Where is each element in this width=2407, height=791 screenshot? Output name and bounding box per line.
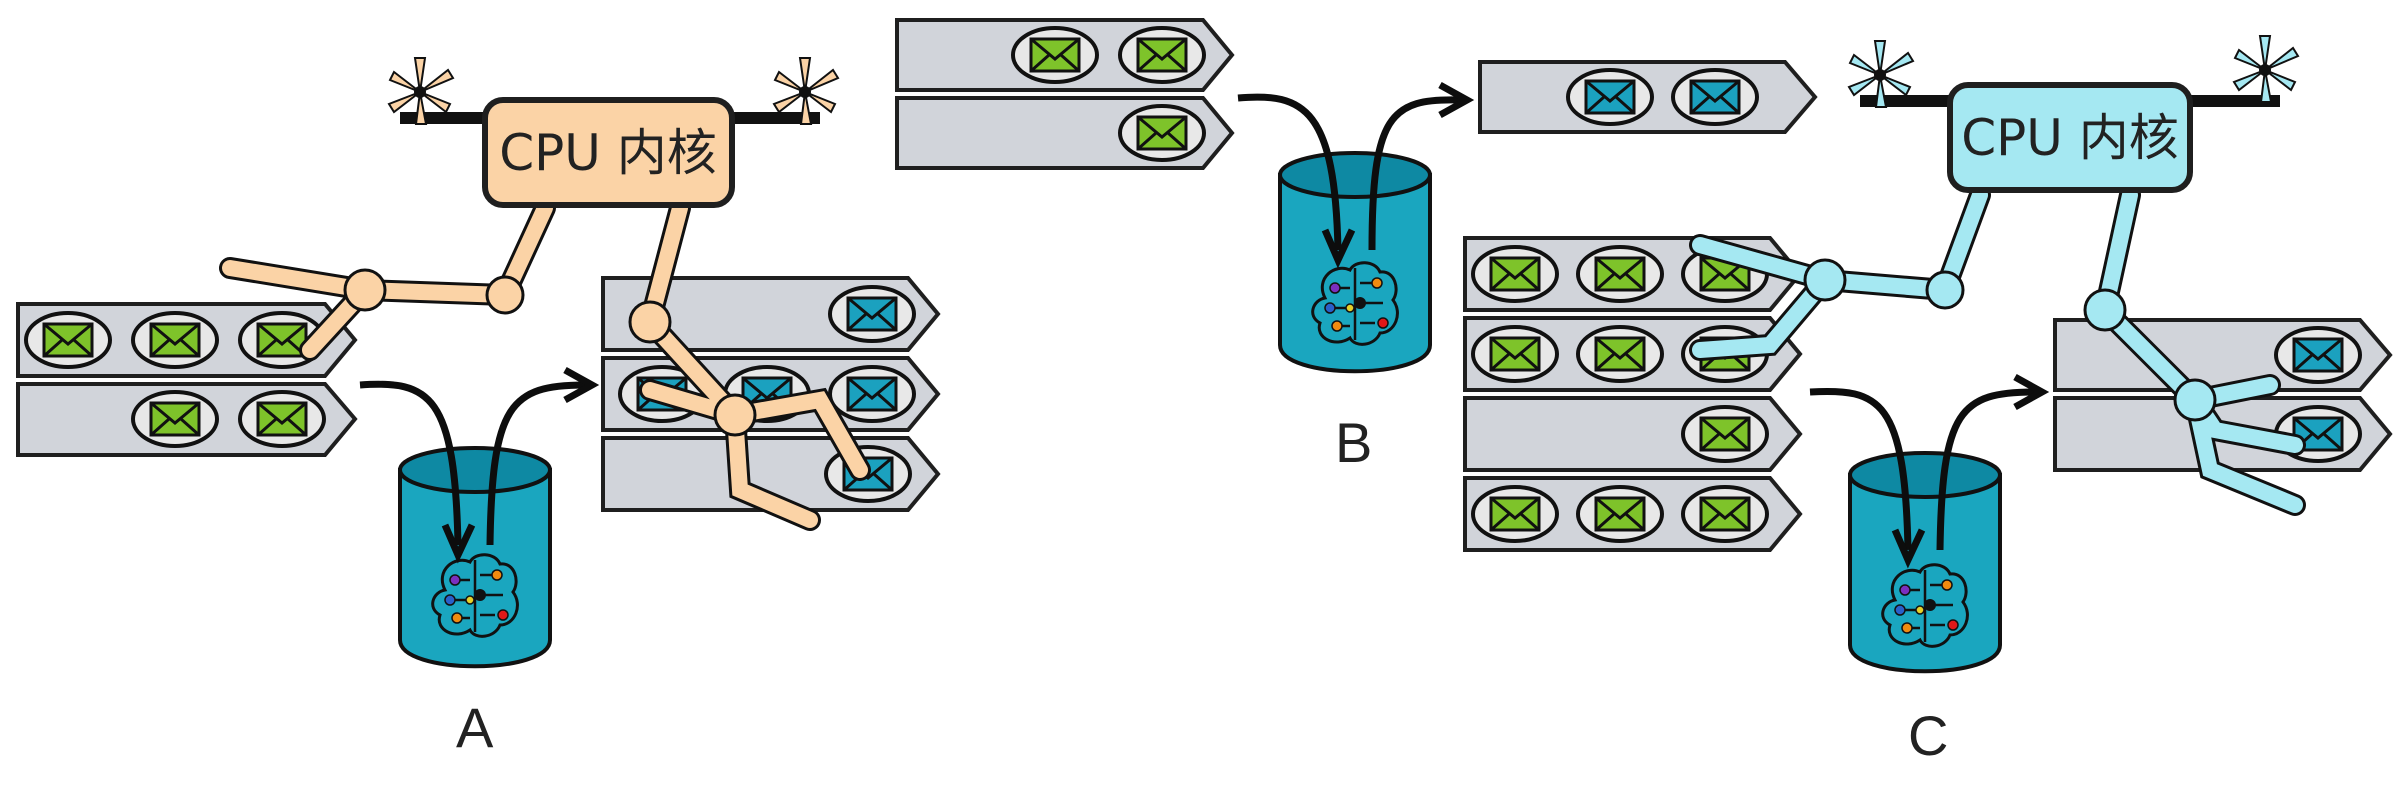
input-queue-c3 [1463,396,1803,472]
arrow-out-a [486,381,586,546]
input-queue-c4 [1463,476,1803,552]
cpu-label-left: CPU 内核 [499,124,717,182]
envelope-icon [1681,405,1769,463]
processing-bucket-b [1278,151,1432,374]
arrow-out-b [1368,96,1461,251]
input-queue-a1 [16,302,358,378]
envelope-icon [1576,245,1664,303]
envelope-icon [828,365,916,423]
envelope-icon [828,285,916,343]
envelope-icon [1576,485,1664,543]
envelope-icon [1011,26,1099,84]
processing-bucket-c [1848,451,2002,674]
output-queue-b1 [1478,60,1818,134]
arrow-out-c [1936,388,2036,551]
envelope-icon [1566,68,1654,126]
envelope-icon [131,311,219,369]
arrow-in-c [1809,387,1912,551]
envelope-icon [1671,68,1759,126]
propeller-icon [2233,35,2299,103]
envelope-icon [2274,326,2362,384]
cpu-core-left: CPU 内核 [219,57,871,531]
input-queue-a2 [16,382,358,457]
output-queue-a1 [601,276,941,352]
label-b: B [1335,411,1373,474]
envelope-icon [1118,104,1206,162]
envelope-icon [1471,325,1559,383]
envelope-icon [1576,325,1664,383]
label-c: C [1908,704,1949,767]
arrow-in-a [359,380,462,546]
cpu-core-right: CPU 内核 [1689,35,2306,516]
label-a: A [456,696,494,759]
panel-c: CPU 内核 [1463,35,2393,674]
envelope-icon [1118,26,1206,84]
cpu-label-right: CPU 内核 [1961,109,2179,167]
panel-b [895,18,1818,374]
envelope-icon [1471,485,1559,543]
input-queue-b2 [895,96,1235,170]
processing-bucket-a [398,446,552,669]
input-queue-b1 [895,18,1235,92]
input-queue-c2 [1463,316,1803,392]
arrow-in-b [1237,93,1342,251]
envelope-icon [238,390,326,448]
envelope-icon [131,390,219,448]
envelope-icon [24,311,112,369]
envelope-icon [1471,245,1559,303]
envelope-icon [1681,485,1769,543]
panel-a: CPU 内核 [16,57,941,669]
